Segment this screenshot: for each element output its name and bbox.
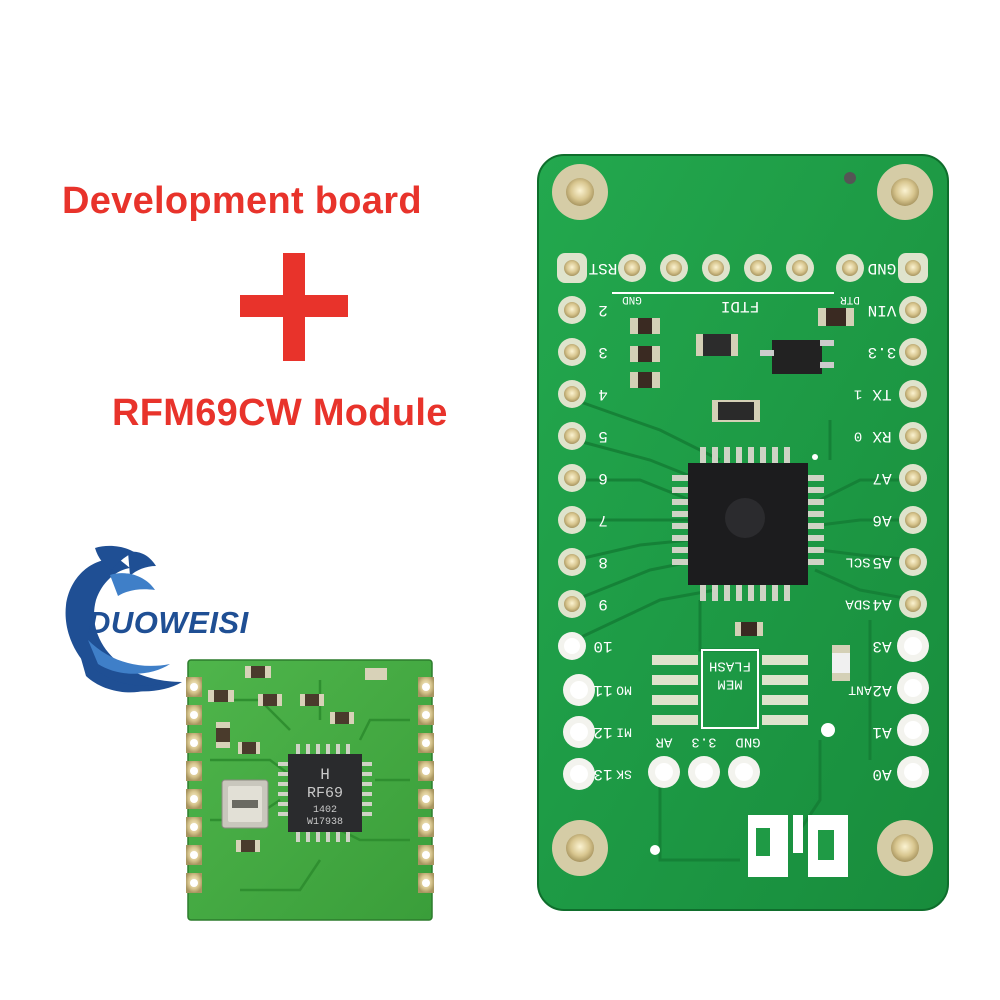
- left-pin-label: 3: [598, 343, 608, 361]
- left-pin-label: 5: [598, 427, 608, 445]
- right-pin-label: TX: [872, 385, 892, 403]
- right-pin-label: 3.3: [868, 343, 897, 361]
- left-pin-label: 6: [598, 469, 608, 487]
- left-pin-label: 8: [598, 553, 608, 571]
- right-pin-label: A7: [872, 469, 891, 487]
- spi-label: SK: [616, 767, 632, 782]
- left-pin-label: 12: [593, 723, 612, 741]
- ftdi-label: FTDI: [721, 297, 759, 315]
- right-pin-alt-label: SCL: [845, 553, 870, 569]
- right-pin-label: A0: [872, 765, 891, 783]
- flash-label: FLASH: [709, 657, 751, 673]
- left-pin-label: 10: [593, 637, 612, 655]
- left-header-pins: [557, 253, 595, 790]
- right-pin-label: A3: [872, 637, 891, 655]
- right-pin-alt-label: SDA: [845, 595, 871, 611]
- ftdi-pin-label: GND: [622, 293, 642, 305]
- bottom-header-pins: [648, 756, 760, 788]
- left-pin-label: 2: [598, 301, 608, 319]
- right-pin-label: A2: [872, 681, 891, 699]
- bottom-pin-label: GND: [735, 733, 760, 749]
- spi-label: MI: [616, 725, 632, 740]
- headline-rfm69cw-module: RFM69CW Module: [112, 392, 448, 434]
- mounting-holes: [552, 164, 933, 876]
- flash-label: MEM: [717, 675, 742, 691]
- right-pin-alt-label: 0: [854, 427, 862, 443]
- microcontroller-chip: [672, 447, 824, 601]
- right-pin-label: A4: [872, 595, 891, 613]
- board-silkscreen: RST2345678910111213GNDVIN3.3TXRXA7A6A5A4…: [589, 259, 897, 783]
- right-pin-label: GND: [868, 259, 897, 277]
- bottom-pin-label: AR: [655, 733, 672, 749]
- left-pin-label: 7: [598, 511, 608, 529]
- ftdi-pin-label: DTR: [840, 293, 860, 305]
- flash-memory-footprint: [652, 649, 808, 729]
- right-header-pins: [897, 253, 929, 788]
- left-pin-label: RST: [589, 259, 618, 277]
- smd-components: [630, 308, 854, 737]
- antenna-pads: [748, 815, 848, 877]
- right-pin-label: VIN: [868, 301, 897, 319]
- brand-name: DUOWEISI: [88, 605, 249, 640]
- right-pin-label: A1: [872, 723, 891, 741]
- right-pin-label: A6: [872, 511, 891, 529]
- rfm69cw-module: [186, 659, 434, 921]
- left-pin-label: 4: [598, 385, 608, 403]
- left-pin-label: 11: [593, 681, 612, 699]
- left-pin-label: 13: [593, 765, 612, 783]
- development-board: [537, 154, 949, 911]
- right-pin-alt-label: 1: [854, 385, 862, 401]
- left-pin-label: 9: [598, 595, 608, 613]
- bottom-pin-label: 3.3: [691, 733, 716, 749]
- right-pin-label: RX: [872, 427, 892, 445]
- headline-development-board: Development board: [62, 180, 422, 222]
- right-pin-label: A5: [872, 553, 891, 571]
- ftdi-header-pins: [612, 254, 864, 294]
- antenna-label: ANT: [848, 683, 872, 698]
- spi-label: MO: [616, 683, 632, 698]
- brand-logo: [65, 545, 182, 693]
